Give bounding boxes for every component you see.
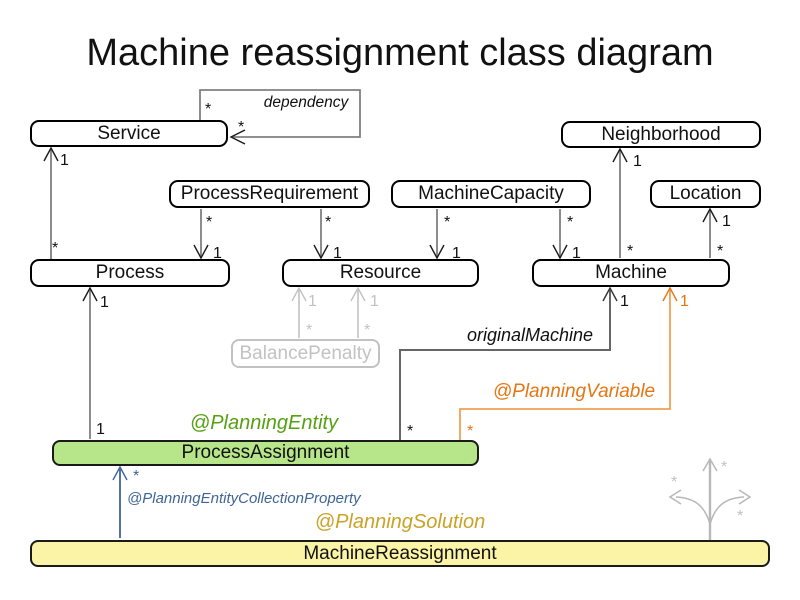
edge-originalmachine [399,290,611,440]
arrowhead-up-icon [602,286,618,302]
class-box-neighborhood: Neighborhood [561,121,761,148]
diagram-title: Machine reassignment class diagram [86,32,714,74]
planning-solution-annotation: @PlanningSolution [315,511,485,533]
multiplicity-many: * [407,423,413,440]
arrowhead-up-icon [612,147,628,163]
arrowhead-down-icon [313,244,329,260]
planning-entity-annotation: @PlanningEntity [190,412,339,434]
multiplicity-many: * [52,240,58,257]
arrowhead-up-icon [291,286,307,302]
multiplicity-many: * [717,243,723,260]
multiplicity-one: 1 [370,293,379,310]
multiplicity-one: 1 [680,293,689,310]
multiplicity-one: 1 [452,245,461,262]
arrowhead-up-icon [350,286,366,302]
class-box-resource: Resource [282,259,479,287]
multiplicity-one: 1 [620,293,629,310]
arrowhead-down-icon [429,244,445,260]
class-box-process: Process [30,259,230,287]
arrowhead-up-icon [112,465,128,481]
multiplicity-many: * [306,322,312,339]
arrowhead-left-icon [668,489,682,505]
edge-planning-variable [459,290,671,440]
multiplicity-many: * [467,423,473,440]
multiplicity-many: * [721,459,727,476]
multiplicity-many: * [238,119,244,136]
original-machine-label: originalMachine [467,325,593,345]
multiplicity-many: * [133,468,139,485]
class-box-balance-penalty: BalancePenalty [231,339,380,368]
multiplicity-many: * [206,214,212,231]
multiplicity-many: * [671,474,677,491]
planning-variable-annotation: @PlanningVariable [493,381,655,402]
multiplicity-many: * [737,508,743,525]
class-box-process-assignment: ProcessAssignment [52,440,479,466]
multiplicity-one: 1 [96,421,105,438]
multiplicity-many: * [205,101,211,118]
multiplicity-one: 1 [572,245,581,262]
multiplicity-one: 1 [633,153,642,170]
class-box-machine: Machine [532,259,730,287]
class-box-machine-reassignment: MachineReassignment [30,540,770,567]
multiplicity-many: * [444,214,450,231]
arrowhead-up-icon [662,286,678,302]
class-box-process-requirement: ProcessRequirement [169,180,370,208]
arrowhead-down-icon [552,244,568,260]
multiplicity-one: 1 [100,294,109,311]
class-box-machine-capacity: MachineCapacity [391,180,591,208]
multiplicity-one: 1 [213,245,222,262]
planning-entity-collection-annotation: @PlanningEntityCollectionProperty [127,490,362,507]
multiplicity-many: * [325,214,331,231]
arrowhead-right-icon [738,489,752,505]
multiplicity-one: 1 [60,152,69,169]
dependency-label: dependency [264,94,350,111]
edge-faded-facts-left [675,496,711,525]
arrowhead-up-icon [43,146,59,162]
edge-faded-facts-right [709,496,745,525]
class-box-service: Service [30,120,228,147]
multiplicity-one: 1 [333,245,342,262]
edge-service-dependency-loop [199,89,361,138]
arrowhead-left-icon [229,129,246,145]
arrowhead-down-icon [193,244,209,260]
multiplicity-many: * [627,243,633,260]
multiplicity-many: * [364,322,370,339]
arrowhead-up-icon [702,207,718,223]
class-box-location: Location [650,180,761,208]
arrowhead-up-icon [82,286,98,302]
multiplicity-one: 1 [308,293,317,310]
multiplicity-one: 1 [722,213,731,230]
multiplicity-many: * [567,214,573,231]
arrowhead-up-icon [702,457,718,472]
